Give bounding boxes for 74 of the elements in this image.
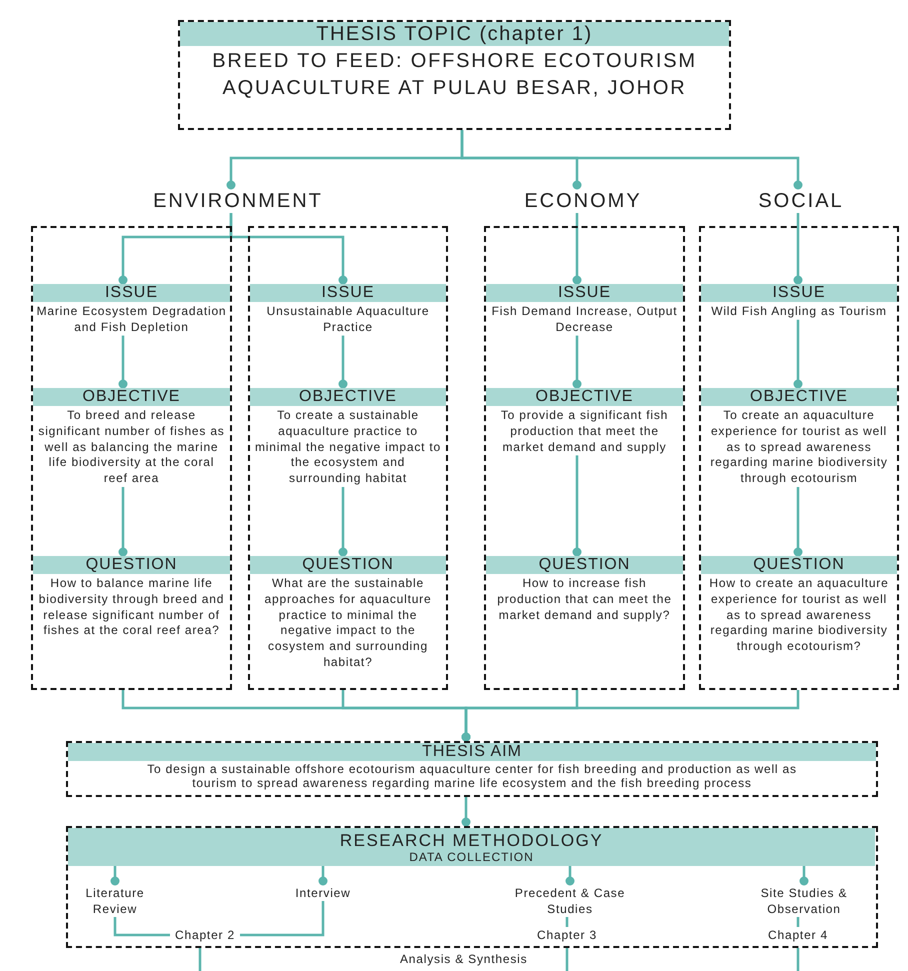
section-text: What are the sustainable approaches for aquaculture practice to minimal the negative impact to the cosystem and surrounding habitat?: [264, 575, 432, 671]
method-item: Precedent & Case Studies: [510, 885, 630, 917]
connector-line: [572, 455, 582, 556]
aim-text: To design a sustainable offshore ecotourism aquaculture center for fish breeding and production as well as tourism to spread awareness regarding marine life ecosystem and the fish breeding process: [146, 761, 798, 790]
section-heading-band: OBJECTIVE: [486, 388, 683, 406]
category-label: ECONOMY: [500, 189, 666, 213]
connector-line: [794, 213, 802, 284]
section-text: How to create an aquaculture experience for tourist as well as to spread awareness regarding marine biodiversity through ecotourism?: [708, 575, 890, 655]
connector-line: [230, 213, 348, 284]
chapter-label: Chapter 3: [532, 927, 602, 943]
section-heading-band: ISSUE: [250, 284, 446, 302]
chapter-label: Chapter 2: [170, 927, 240, 943]
section-text: How to increase fish production that can meet the market demand and supply?: [496, 575, 673, 624]
connector-line: [110, 866, 120, 886]
dashed-frame: [66, 826, 878, 948]
section-heading-band: OBJECTIVE: [701, 388, 897, 406]
connector-line: [800, 866, 808, 886]
heading-band: THESIS AIM: [68, 743, 876, 761]
connector-line: [462, 690, 800, 742]
section-text: Unsustainable Aquaculture Practice: [266, 303, 430, 336]
connector-line: [566, 866, 574, 886]
section-text: How to balance marine life biodiversity through breed and release significant number of fishes at the coral reef area?: [38, 575, 226, 640]
connector-line: [460, 130, 802, 190]
section-heading-band: ISSUE: [33, 284, 230, 302]
connector-line: [338, 336, 348, 388]
section-text: Fish Demand Increase, Output Decrease: [490, 303, 678, 336]
dashed-frame: [699, 226, 899, 690]
connector-line: [572, 213, 582, 284]
dashed-frame: [484, 226, 685, 690]
connector-line: [566, 917, 568, 927]
note-text: Analysis & Synthesis: [400, 952, 528, 966]
dashed-frame: [248, 226, 448, 690]
topic-text: BREED TO FEED: OFFSHORE ECOTOURISM AQUACULTURE AT PULAU BESAR, JOHOR: [211, 49, 698, 101]
connector-line: [198, 948, 202, 971]
chapter-label: Chapter 4: [763, 927, 833, 943]
connector-line: [794, 320, 802, 388]
heading-band: [68, 828, 875, 866]
connector-line: [796, 948, 800, 971]
connector-line: [796, 917, 800, 927]
section-heading-band: QUESTION: [486, 556, 683, 574]
section-heading-band: QUESTION: [33, 556, 230, 574]
category-label: ENVIRONMENT: [140, 189, 336, 213]
connector-line: [462, 797, 470, 826]
connector-line: [118, 336, 128, 388]
method-item: Site Studies & Observation: [738, 885, 870, 917]
subheading-text: DATA COLLECTION: [408, 850, 535, 864]
section-text: To provide a significant fish production that meet the market demand and supply: [500, 407, 670, 456]
heading-text: RESEARCH METHODOLOGY: [338, 831, 604, 850]
heading-band: THESIS TOPIC (chapter 1): [180, 22, 729, 46]
connector-line: [794, 486, 802, 556]
section-text: Wild Fish Angling as Tourism: [710, 303, 888, 320]
section-text: To breed and release significant number of fishes as well as balancing the marine life biodiversity at the coral reef area: [37, 407, 226, 487]
section-text: To create an aquaculture experience for tourist as well as to spread awareness regarding marine biodiversity through ecotourism: [709, 407, 889, 487]
connector-line: [566, 948, 568, 971]
section-heading-band: OBJECTIVE: [33, 388, 230, 406]
category-label: SOCIAL: [730, 189, 872, 213]
connector-line: [572, 336, 582, 388]
aim-box: [66, 741, 878, 797]
section-text: To create a sustainable aquaculture practice to minimal the negative impact to the ecosystem and surrounding habitat: [254, 407, 442, 487]
connector-line: [318, 866, 328, 886]
method-item: Literature Review: [75, 885, 155, 917]
section-heading-band: ISSUE: [701, 284, 897, 302]
connector-line: [114, 917, 170, 936]
connector-line: [118, 486, 128, 556]
dashed-frame: [31, 226, 232, 690]
topic-box: [178, 20, 731, 130]
connector-line: [338, 486, 348, 556]
section-heading-band: QUESTION: [250, 556, 446, 574]
section-heading-band: ISSUE: [486, 284, 683, 302]
section-heading-band: OBJECTIVE: [250, 388, 446, 406]
method-item: Interview: [278, 885, 368, 901]
section-heading-band: QUESTION: [701, 556, 897, 574]
section-text: Marine Ecosystem Degradation and Fish Depletion: [36, 303, 228, 336]
connector-line: [240, 901, 324, 936]
